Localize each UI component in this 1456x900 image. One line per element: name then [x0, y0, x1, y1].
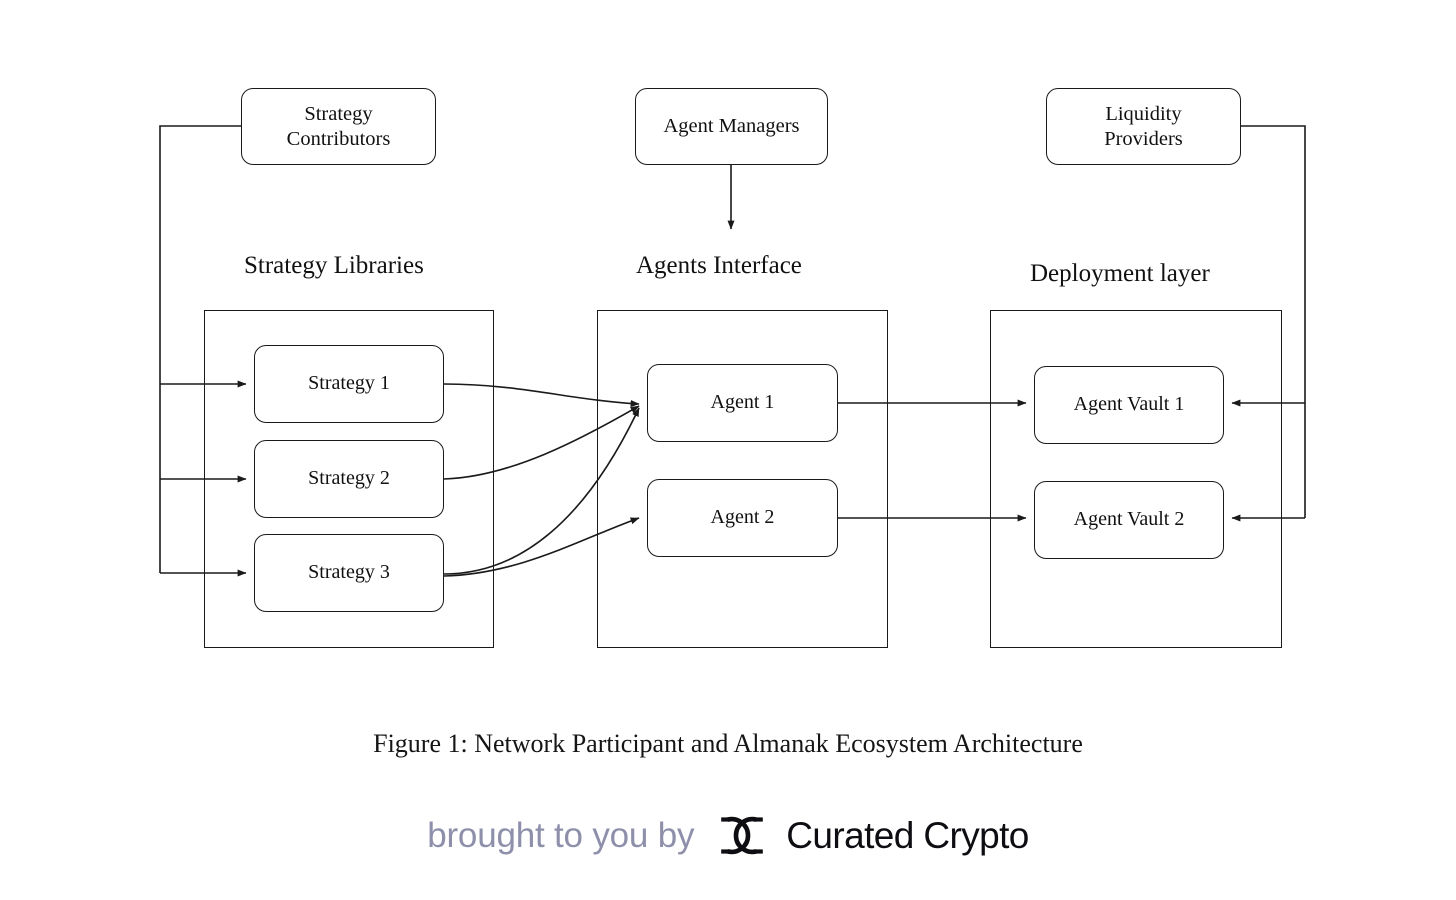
group-label-deployment-layer: Deployment layer	[1030, 260, 1210, 287]
node-strategy-1[interactable]: Strategy 1	[254, 345, 444, 423]
node-agent-vault-2[interactable]: Agent Vault 2	[1034, 481, 1224, 559]
node-label: Strategy Contributors	[287, 102, 391, 150]
node-label: Agent Vault 1	[1073, 393, 1185, 416]
node-label: Agent Vault 2	[1073, 508, 1185, 531]
node-label: Strategy 2	[308, 467, 390, 490]
node-agent-managers[interactable]: Agent Managers	[635, 88, 828, 165]
group-rect-strategy-libraries	[204, 310, 494, 648]
node-label: Strategy 1	[308, 372, 390, 395]
node-label-line-1: Strategy	[304, 103, 373, 126]
node-label-line-1: Liquidity	[1105, 103, 1182, 126]
node-strategy-2[interactable]: Strategy 2	[254, 440, 444, 518]
group-rect-agents-interface	[597, 310, 888, 648]
branding-name: Curated Crypto	[786, 814, 1029, 856]
group-label-strategy-libraries: Strategy Libraries	[244, 252, 424, 279]
curated-crypto-monogram-icon	[721, 816, 764, 855]
node-label-line-2: Providers	[1104, 127, 1183, 150]
node-label: Agent 2	[710, 506, 775, 529]
figure-caption: Figure 1: Network Participant and Almana…	[373, 729, 1083, 758]
connector-strategy-2-to-agent-1	[443, 405, 640, 480]
node-label: Agent Managers	[663, 115, 800, 138]
branding-bar: brought to you by Curated Crypto	[0, 812, 1456, 859]
connector-strategy-3-to-agent-2	[443, 517, 640, 577]
connector-contributors-rail	[159, 125, 247, 577]
connector-strategy-1-to-agent-1	[443, 383, 640, 408]
node-label: Strategy 3	[308, 561, 390, 584]
branding-prefix: brought to you by	[427, 815, 695, 855]
connector-strategy-3-to-agent-1	[443, 407, 640, 575]
group-rect-deployment-layer	[990, 310, 1282, 648]
node-agent-2[interactable]: Agent 2	[647, 479, 838, 557]
node-agent-vault-1[interactable]: Agent Vault 1	[1034, 366, 1224, 444]
node-strategy-contributors[interactable]: Strategy Contributors	[241, 88, 436, 165]
group-label-agents-interface: Agents Interface	[636, 252, 802, 279]
node-liquidity-providers[interactable]: Liquidity Providers	[1046, 88, 1241, 165]
node-agent-1[interactable]: Agent 1	[647, 364, 838, 442]
node-label: Agent 1	[710, 391, 775, 414]
node-label: Liquidity Providers	[1104, 102, 1183, 150]
node-strategy-3[interactable]: Strategy 3	[254, 534, 444, 612]
connector-providers-rail	[1231, 125, 1306, 522]
node-label-line-2: Contributors	[286, 127, 391, 150]
